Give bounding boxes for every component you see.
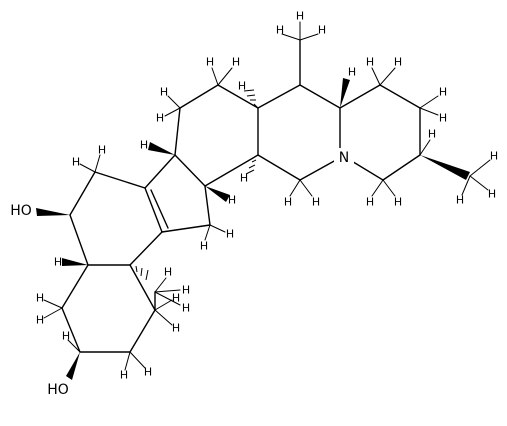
hydrogen-label: H xyxy=(140,139,148,152)
hydroxyl-top-label: HO xyxy=(10,203,32,219)
heteroatom-labels: N HO HO xyxy=(6,148,354,398)
hydroxyl-bottom-label: HO xyxy=(47,382,69,398)
hydrogen-label: H xyxy=(36,292,44,305)
hydrogen-label: H xyxy=(348,66,356,79)
hydrogen-label: H xyxy=(182,284,190,297)
hydrogen-label: H xyxy=(62,330,70,343)
nitrogen-label: N xyxy=(339,150,349,166)
wedge-bond-c3-oh xyxy=(66,352,80,380)
hydrogen-label: H xyxy=(366,196,374,209)
hydrogen-label: H xyxy=(54,256,62,269)
hydrogen-label: H xyxy=(366,56,374,69)
hydrogen-label: H xyxy=(240,172,248,185)
hydrogen-label: H xyxy=(228,194,236,207)
hydrogen-label: H xyxy=(296,10,304,23)
hydrogen-label: H xyxy=(318,24,326,37)
hydrogen-label: H xyxy=(172,322,180,335)
hydrogen-label: H xyxy=(226,228,234,241)
wedge-bond-h1 xyxy=(148,142,175,155)
hydrogen-label: H xyxy=(284,196,292,209)
hydrogen-label: H xyxy=(488,188,496,201)
hydrogen-label: H xyxy=(120,369,128,382)
wedge-bond-c7-oh xyxy=(36,208,70,216)
hydrogen-label: H xyxy=(164,266,172,279)
hydrogen-label: H xyxy=(456,194,464,207)
stereo-bonds xyxy=(36,78,470,380)
wedge-bond-h4 xyxy=(340,78,350,108)
hydrogen-label: H xyxy=(439,112,447,125)
hydrogen-label: H xyxy=(98,144,106,157)
hydrogen-label: H xyxy=(428,128,436,141)
hydrogen-label: H xyxy=(200,240,208,253)
hydrogen-label: H xyxy=(36,314,44,327)
wedge-bond-h2 xyxy=(205,186,230,202)
hydrogen-label: H xyxy=(182,302,190,315)
carbon-skeleton xyxy=(61,39,421,353)
hydrogen-bonds xyxy=(43,21,491,371)
hydrogen-label: H xyxy=(232,56,240,69)
hydrogen-label: H xyxy=(238,80,246,93)
hydrogen-label: H xyxy=(144,366,152,379)
hash-bonds xyxy=(135,89,259,281)
hydrogen-label: H xyxy=(439,86,447,99)
hydrogen-label: H xyxy=(394,56,402,69)
hydrogen-label: H xyxy=(312,196,320,209)
hydrogen-label: H xyxy=(276,24,284,37)
hydrogen-labels: H H H H H H H H H H H H H H H H H H H H … xyxy=(36,10,498,382)
hydrogen-label: H xyxy=(156,112,164,125)
hydrogen-label: H xyxy=(394,196,402,209)
wedge-bond-h3 xyxy=(62,258,88,266)
hydrogen-label: H xyxy=(490,150,498,163)
hydrogen-label: H xyxy=(72,156,80,169)
hydrogen-label: H xyxy=(172,292,180,305)
hydrogen-label: H xyxy=(206,56,214,69)
wedge-bond-methyl xyxy=(420,155,470,180)
hydrogen-label: H xyxy=(160,86,168,99)
